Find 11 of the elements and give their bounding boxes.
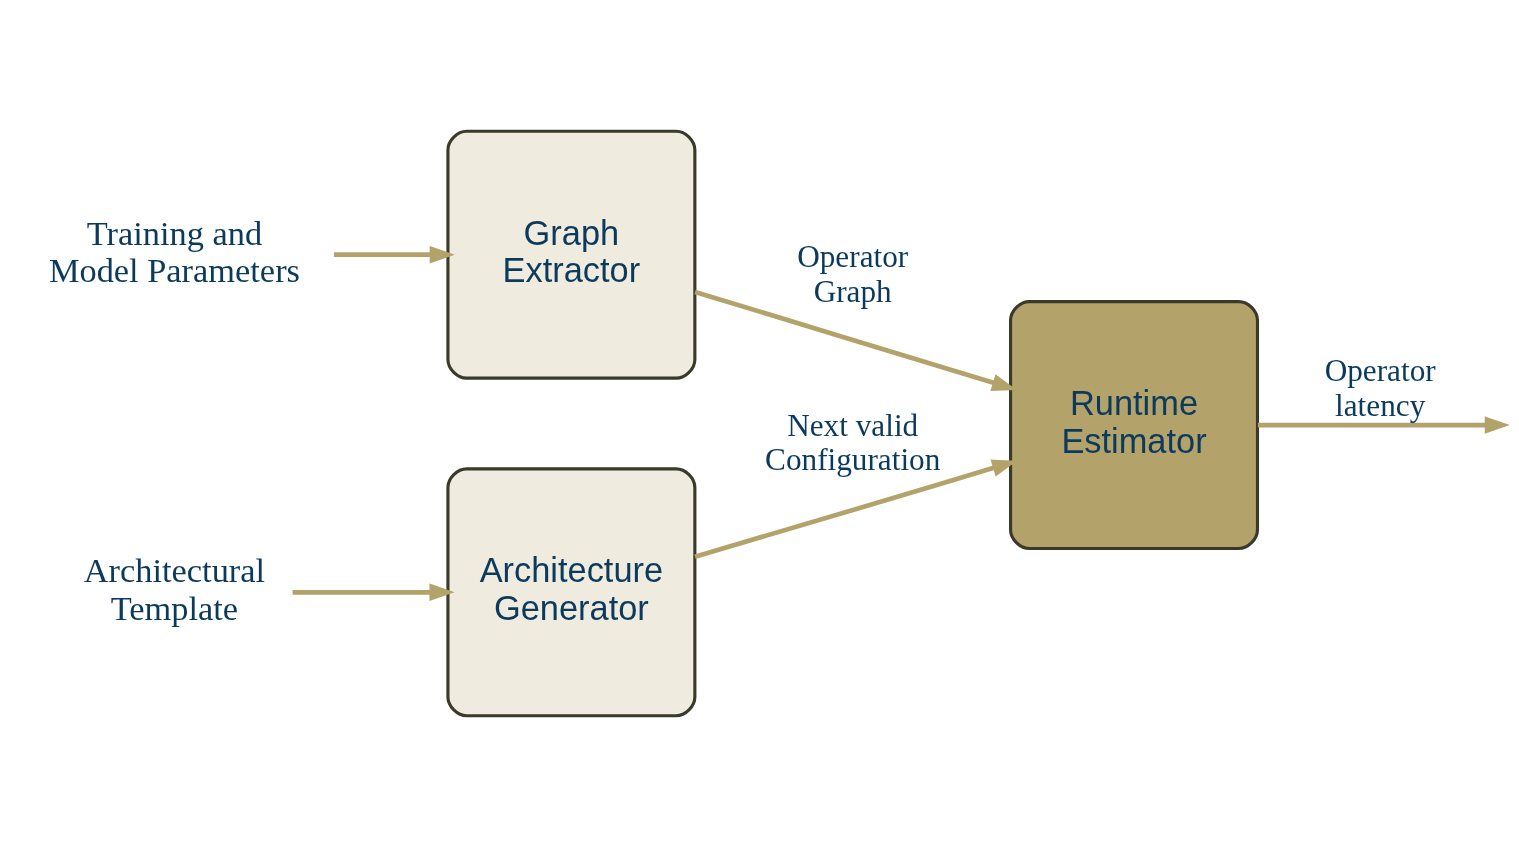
node-box: Graph Extractor — [446, 129, 697, 380]
node-text: Training and Model Parameters — [48, 213, 300, 289]
node-text: Architectural Template — [83, 550, 266, 627]
arrow — [333, 245, 455, 263]
node-box: Architecture Generator — [446, 466, 697, 717]
edge-label: Operator Graph — [797, 238, 909, 309]
node-box: Runtime Estimator — [1009, 299, 1260, 550]
arrow — [1257, 415, 1510, 434]
edge-label: Next valid Configuration — [765, 407, 941, 477]
edge-label: Operator latency — [1324, 352, 1436, 423]
arrow — [292, 583, 455, 601]
